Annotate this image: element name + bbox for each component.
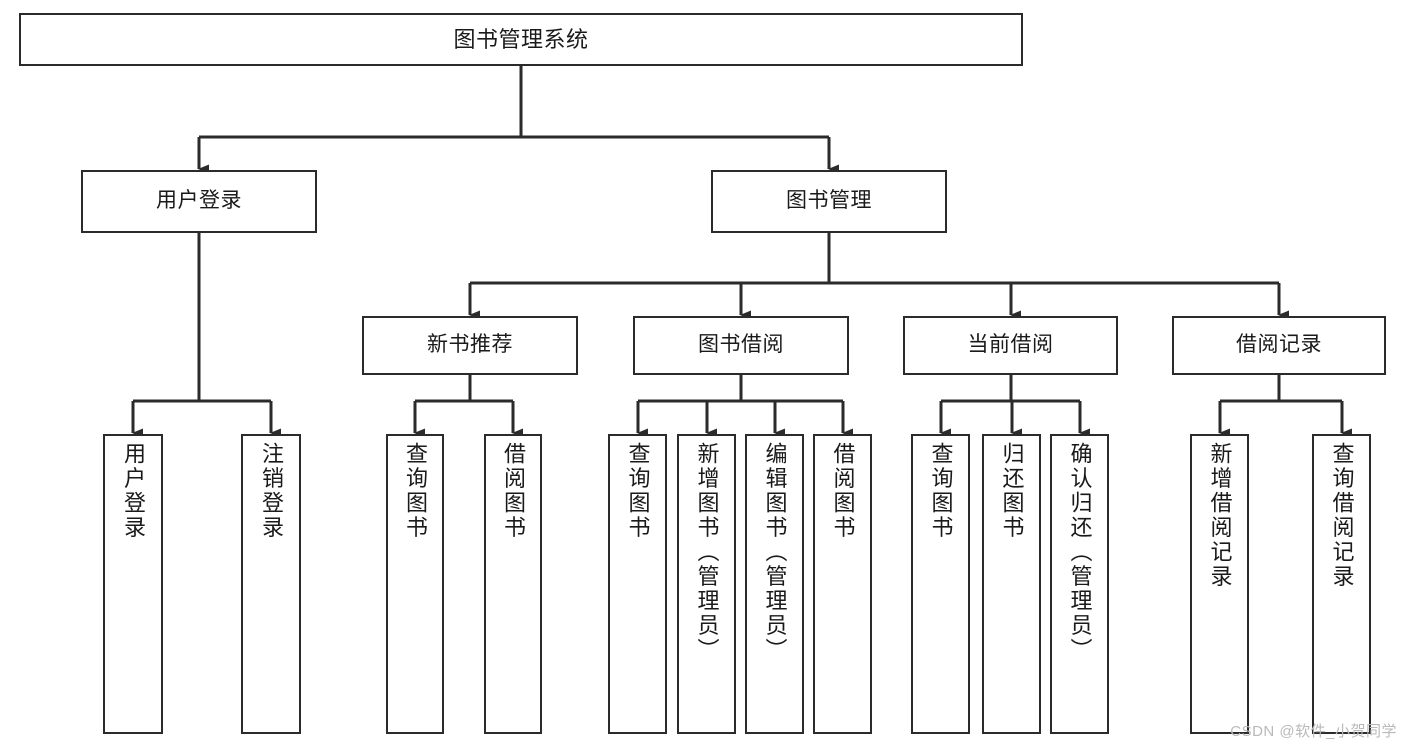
node-label: 查询借阅记录 — [1329, 442, 1355, 589]
node-book-borrow[interactable]: 图书借阅 — [633, 316, 849, 375]
node-leaf-borrow-book-1[interactable]: 借阅图书 — [484, 434, 542, 734]
node-book-manage[interactable]: 图书管理 — [711, 170, 947, 233]
node-label: 借阅图书 — [501, 442, 526, 540]
node-label: 用户登录 — [156, 189, 242, 213]
node-leaf-query-book-1[interactable]: 查询图书 — [386, 434, 444, 734]
node-root[interactable]: 图书管理系统 — [19, 13, 1023, 66]
node-leaf-confirm-ret[interactable]: 确认归还（管理员） — [1050, 434, 1109, 734]
node-current-borrow[interactable]: 当前借阅 — [903, 316, 1118, 375]
node-new-book-rec[interactable]: 新书推荐 — [362, 316, 578, 375]
node-label: 确认归还（管理员） — [1067, 442, 1093, 663]
node-label: 图书借阅 — [698, 333, 784, 357]
node-user-login[interactable]: 用户登录 — [81, 170, 317, 233]
node-label: 查询图书 — [625, 442, 651, 540]
node-label: 用户登录 — [121, 442, 146, 540]
node-borrow-record[interactable]: 借阅记录 — [1172, 316, 1386, 375]
node-label: 图书管理系统 — [453, 26, 589, 52]
node-leaf-query-book-3[interactable]: 查询图书 — [911, 434, 970, 734]
node-label: 新增借阅记录 — [1207, 442, 1233, 589]
node-label: 当前借阅 — [967, 333, 1054, 357]
node-label: 注销登录 — [259, 442, 284, 540]
node-label: 归还图书 — [999, 442, 1025, 540]
node-label: 编辑图书（管理员） — [762, 442, 788, 663]
connector-lines — [131, 66, 1352, 438]
node-label: 查询图书 — [403, 442, 428, 540]
node-leaf-query-record[interactable]: 查询借阅记录 — [1312, 434, 1371, 734]
node-leaf-add-record[interactable]: 新增借阅记录 — [1190, 434, 1249, 734]
node-label: 借阅记录 — [1236, 333, 1322, 357]
node-leaf-edit-book[interactable]: 编辑图书（管理员） — [745, 434, 804, 734]
node-leaf-logout[interactable]: 注销登录 — [241, 434, 301, 734]
node-leaf-add-book[interactable]: 新增图书（管理员） — [677, 434, 736, 734]
node-leaf-user-login[interactable]: 用户登录 — [103, 434, 163, 734]
node-label: 新书推荐 — [427, 333, 513, 357]
node-leaf-query-book-2[interactable]: 查询图书 — [608, 434, 667, 734]
node-label: 查询图书 — [928, 442, 954, 540]
node-leaf-borrow-book-2[interactable]: 借阅图书 — [813, 434, 872, 734]
node-label: 图书管理 — [786, 189, 872, 213]
node-label: 借阅图书 — [830, 442, 856, 540]
node-leaf-return-book[interactable]: 归还图书 — [982, 434, 1041, 734]
node-label: 新增图书（管理员） — [694, 442, 720, 663]
